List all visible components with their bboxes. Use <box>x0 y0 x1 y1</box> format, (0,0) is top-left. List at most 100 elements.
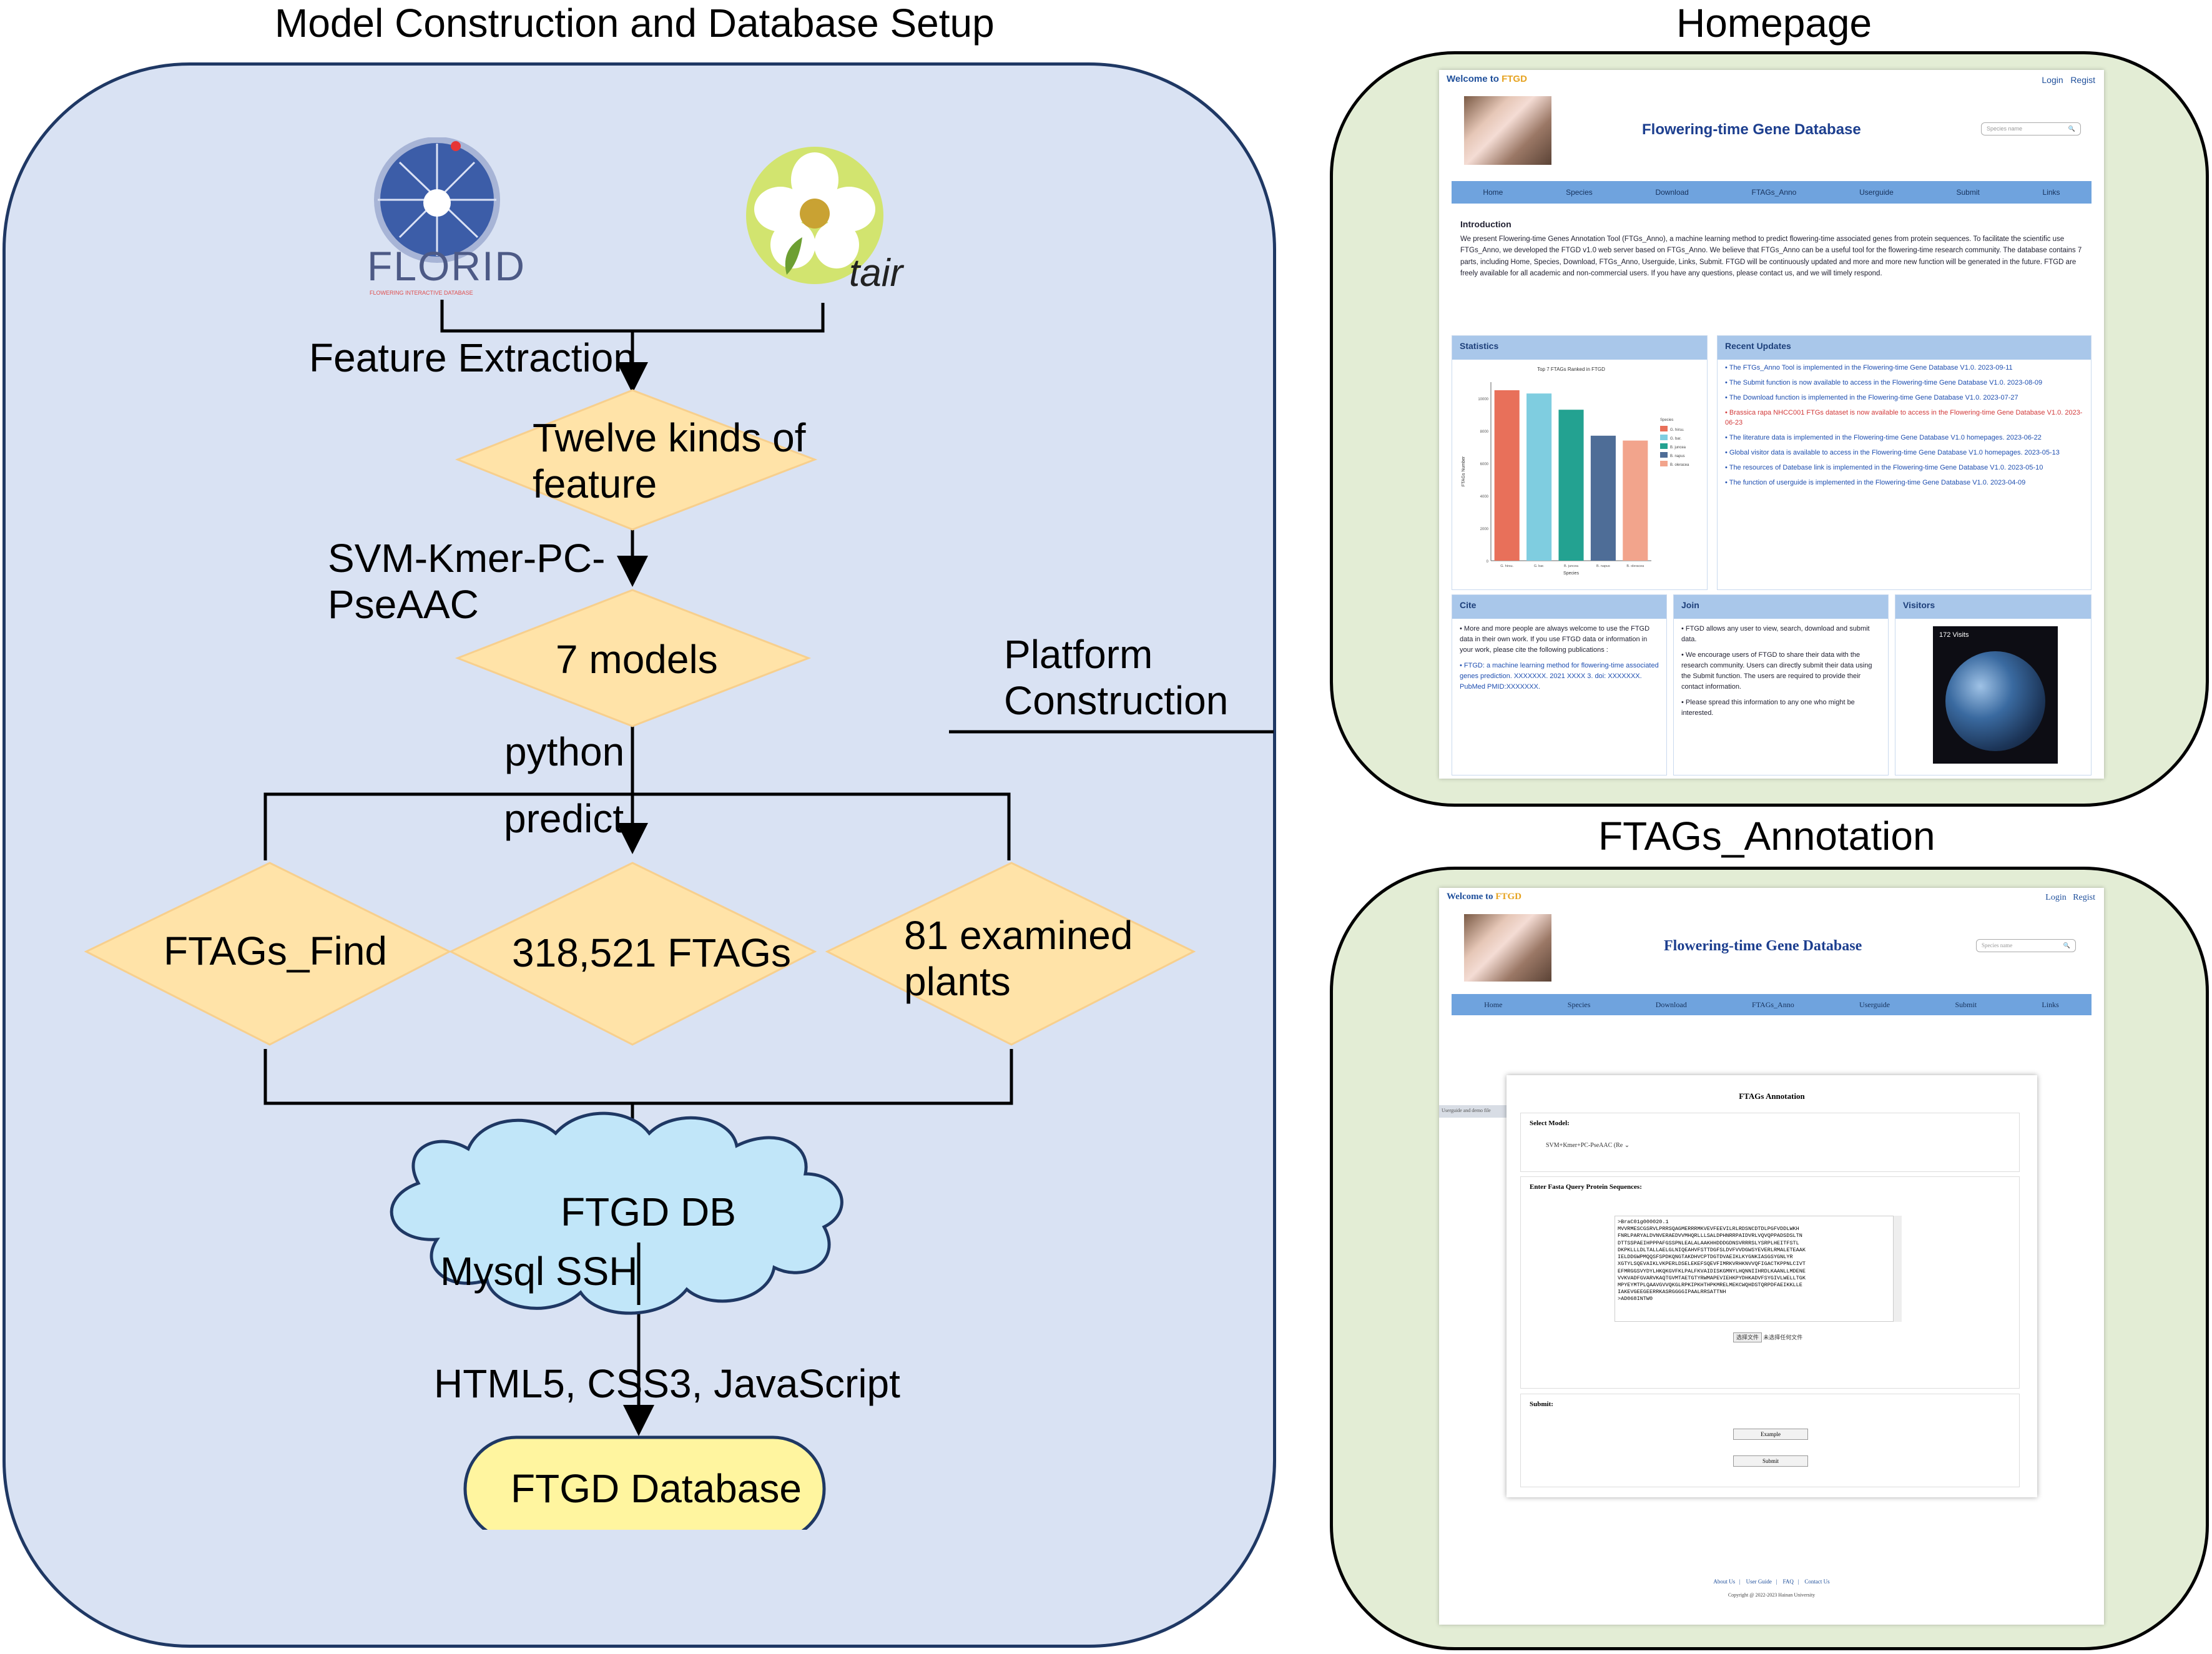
x-tick-label: B. napus <box>1596 564 1610 568</box>
annotation-screenshot: Welcome to FTGD Login Regist Flowering-t… <box>1439 888 2104 1625</box>
intro-heading: Introduction <box>1460 219 1512 229</box>
nav-links[interactable]: Links <box>2042 1000 2059 1009</box>
flower-photo <box>1464 914 1551 982</box>
userguide-side-tab[interactable]: Userguide and demo file <box>1439 1105 1511 1118</box>
intro-text: We present Flowering-time Genes Annotati… <box>1460 235 2082 278</box>
choose-file-button[interactable]: 选择文件 <box>1733 1332 1762 1342</box>
web-stack-label: HTML5, CSS3, JavaScript <box>434 1361 900 1406</box>
seven-models-text: 7 models <box>556 637 718 682</box>
flowchart-connectors <box>263 300 1274 1436</box>
update-item[interactable]: • The Submit function is now available t… <box>1725 378 2043 386</box>
model-select[interactable]: SVM+Kmer+PC-PseAAC (Re ⌄ <box>1546 1142 1630 1149</box>
ftags-find-text: FTAGs_Find <box>164 928 387 973</box>
textarea-scrollbar[interactable] <box>1893 1216 1902 1322</box>
footer-links: About Us | User Guide | FAQ | Contact Us <box>1713 1578 1830 1585</box>
globe-icon <box>1945 651 2045 751</box>
annotation-section-title: FTAGs_Annotation <box>1598 814 1935 859</box>
join-paragraph: • We encourage users of FTGD to share th… <box>1681 651 1872 691</box>
search-icon[interactable]: 🔍 <box>2068 126 2075 132</box>
recent-updates-heading: Recent Updates <box>1718 336 2091 360</box>
ftgd-db-cloud <box>390 1111 843 1315</box>
update-item[interactable]: • The resources of Datebase link is impl… <box>1725 463 2043 471</box>
join-paragraph: • Please spread this information to any … <box>1681 699 1855 717</box>
nav-ftags-anno[interactable]: FTAGs_Anno <box>1752 1000 1794 1009</box>
homepage-topbar: Welcome to FTGD <box>1447 74 2104 92</box>
visitors-box: Visitors 172 Visits <box>1895 594 2092 775</box>
update-item[interactable]: • Brassica rapa NHCC001 FTGs dataset is … <box>1725 408 2083 426</box>
legend-title: Species <box>1660 418 1673 422</box>
visitor-globe-map[interactable]: 172 Visits <box>1933 626 2058 764</box>
legend-swatch-5 <box>1660 461 1668 466</box>
file-status: 未选择任何文件 <box>1763 1334 1803 1341</box>
flower-photo <box>1464 96 1551 165</box>
ftags-count-diamond <box>448 862 817 1046</box>
update-item[interactable]: • The FTGs_Anno Tool is implemented in t… <box>1725 364 2013 372</box>
species-search-input[interactable]: Species name 🔍 <box>1976 939 2076 952</box>
nav-links[interactable]: Links <box>2042 188 2060 197</box>
nav-submit[interactable]: Submit <box>1955 1000 1977 1009</box>
homepage-screenshot: Welcome to FTGD Login Regist Flowering-t… <box>1439 70 2104 779</box>
nav-home[interactable]: Home <box>1484 1000 1503 1009</box>
join-box: Join • FTGD allows any user to view, sea… <box>1673 594 1889 775</box>
nav-download[interactable]: Download <box>1655 1000 1687 1009</box>
statistics-heading: Statistics <box>1452 336 1707 360</box>
legend-swatch-2 <box>1660 435 1668 440</box>
join-paragraph: • FTGD allows any user to view, search, … <box>1681 625 1870 644</box>
y-tick-label: 10000 <box>1478 398 1488 401</box>
visitors-heading: Visitors <box>1895 595 2091 619</box>
chevron-down-icon: ⌄ <box>1624 1142 1630 1149</box>
footer-faq[interactable]: FAQ <box>1782 1578 1794 1585</box>
legend-label: G. bar. <box>1670 437 1681 441</box>
update-item[interactable]: • Global visitor data is available to ac… <box>1725 448 2060 456</box>
login-link[interactable]: Login <box>2042 75 2063 85</box>
example-button[interactable]: Example <box>1733 1429 1808 1440</box>
svm-kmer-label: SVM-Kmer-PC- PseAAC <box>328 536 606 627</box>
nav-species[interactable]: Species <box>1566 188 1593 197</box>
bar-2 <box>1526 393 1552 561</box>
register-link[interactable]: Regist <box>2070 75 2095 85</box>
legend-label: G. hirsu. <box>1670 428 1684 432</box>
cite-reference[interactable]: • FTGD: a machine learning method for fl… <box>1460 662 1659 691</box>
nav-userguide[interactable]: Userguide <box>1859 1000 1890 1009</box>
y-tick-label: 4000 <box>1480 495 1489 499</box>
footer-contact[interactable]: Contact Us <box>1804 1578 1830 1585</box>
feature-extraction-label: Feature Extraction <box>309 335 636 380</box>
footer-about[interactable]: About Us <box>1713 1578 1736 1585</box>
x-axis-label: Species <box>1563 571 1579 576</box>
florid-logo: FLORID FLOWERING INTERACTIVE DATABASE <box>362 137 524 300</box>
footer-guide[interactable]: User Guide <box>1746 1578 1772 1585</box>
ftgd-db-text: FTGD DB <box>561 1189 736 1234</box>
bar-3 <box>1558 410 1584 561</box>
nav-submit[interactable]: Submit <box>1956 188 1980 197</box>
welcome-text: Welcome to <box>1447 74 1502 84</box>
x-tick-label: G. hirsu. <box>1500 564 1513 568</box>
nav-species[interactable]: Species <box>1567 1000 1591 1009</box>
legend-swatch-4 <box>1660 452 1668 458</box>
legend-label: B. oleracea <box>1670 463 1689 467</box>
florid-wordmark: FLORID <box>367 243 526 289</box>
search-icon[interactable]: 🔍 <box>2063 942 2070 948</box>
statistics-chart: Top 7 FTAGs Ranked in FTGD02000400060008… <box>1462 367 1689 576</box>
nav-download[interactable]: Download <box>1655 188 1689 197</box>
update-item[interactable]: • The function of userguide is implement… <box>1725 478 2026 486</box>
site-title: Flowering-time Gene Database <box>1664 938 1862 954</box>
y-tick-label: 6000 <box>1480 463 1489 466</box>
register-link[interactable]: Regist <box>2073 893 2095 902</box>
annotation-form-card: FTAGs Annotation Select Model: SVM+Kmer+… <box>1507 1075 2037 1497</box>
update-item[interactable]: • The literature data is implemented in … <box>1725 433 2042 441</box>
ftgd-database-terminator <box>463 1435 826 1530</box>
cite-box: Cite • More and more people are always w… <box>1452 594 1667 775</box>
update-item[interactable]: • The Download function is implemented i… <box>1725 393 2018 401</box>
nav-userguide[interactable]: Userguide <box>1859 188 1894 197</box>
select-model-section: Select Model: SVM+Kmer+PC-PseAAC (Re ⌄ <box>1520 1113 2020 1172</box>
species-search-input[interactable]: Species name 🔍 <box>1981 122 2081 135</box>
submit-button[interactable]: Submit <box>1733 1455 1808 1467</box>
login-link[interactable]: Login <box>2045 893 2067 902</box>
chart-title: Top 7 FTAGs Ranked in FTGD <box>1537 367 1605 372</box>
nav-ftags-anno[interactable]: FTAGs_Anno <box>1751 188 1797 197</box>
python-label: python <box>504 729 625 774</box>
x-tick-label: B. oleracea <box>1626 564 1644 568</box>
fasta-textarea[interactable]: >BraC01g000020.1 MVVRMESCGSRVLPRRSQAGMER… <box>1615 1216 1902 1322</box>
y-tick-label: 2000 <box>1480 528 1489 531</box>
nav-home[interactable]: Home <box>1483 188 1503 197</box>
